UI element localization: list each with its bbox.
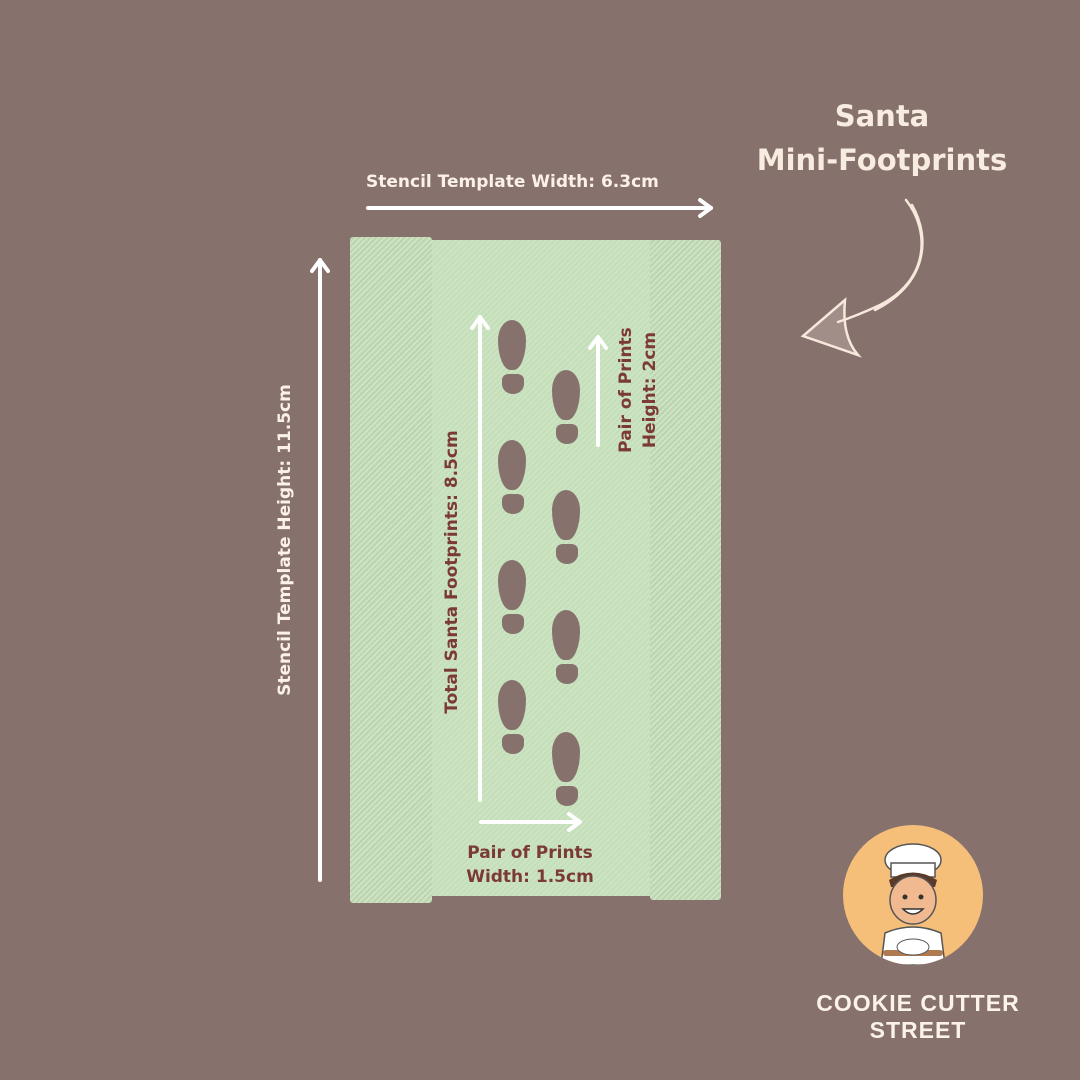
total-footprints-label: Total Santa Footprints: 8.5cm xyxy=(442,430,462,714)
height-arrow-icon xyxy=(310,258,330,882)
width-label: Stencil Template Width: 6.3cm xyxy=(366,172,659,192)
curly-arrow-icon xyxy=(800,198,924,358)
footprint xyxy=(552,610,582,690)
pair-height-label: Pair of Prints Height: 2cm xyxy=(614,327,662,453)
pair-height-arrow-icon xyxy=(588,335,608,447)
pair-height-line2: Height: 2cm xyxy=(640,331,660,449)
width-arrow-icon xyxy=(366,198,713,218)
footprint xyxy=(552,490,582,570)
brand-name: COOKIE CUTTER STREET xyxy=(816,990,1020,1043)
footprint xyxy=(552,370,582,450)
footprint xyxy=(498,560,528,640)
footprint xyxy=(498,320,528,400)
stencil-plate xyxy=(432,240,652,896)
pair-height-line1: Pair of Prints xyxy=(616,327,636,453)
title-line2: Mini-Footprints xyxy=(756,143,1008,177)
title-line1: Santa xyxy=(834,99,930,133)
total-footprints-arrow-icon xyxy=(470,315,490,802)
height-label: Stencil Template Height: 11.5cm xyxy=(275,384,295,696)
footprint xyxy=(498,680,528,760)
pair-width-arrow-icon xyxy=(479,812,582,832)
brand-logo xyxy=(843,825,983,965)
stencil-right-rail xyxy=(650,240,721,900)
pair-width-label: Pair of Prints Width: 1.5cm xyxy=(460,841,600,889)
stencil-left-rail xyxy=(350,237,432,903)
pair-width-line1: Pair of Prints xyxy=(467,843,593,863)
chef-icon xyxy=(880,843,946,965)
product-title: Santa Mini-Footprints xyxy=(722,94,1042,182)
pair-width-line2: Width: 1.5cm xyxy=(466,867,594,887)
footprint xyxy=(552,732,582,812)
footprint xyxy=(498,440,528,520)
